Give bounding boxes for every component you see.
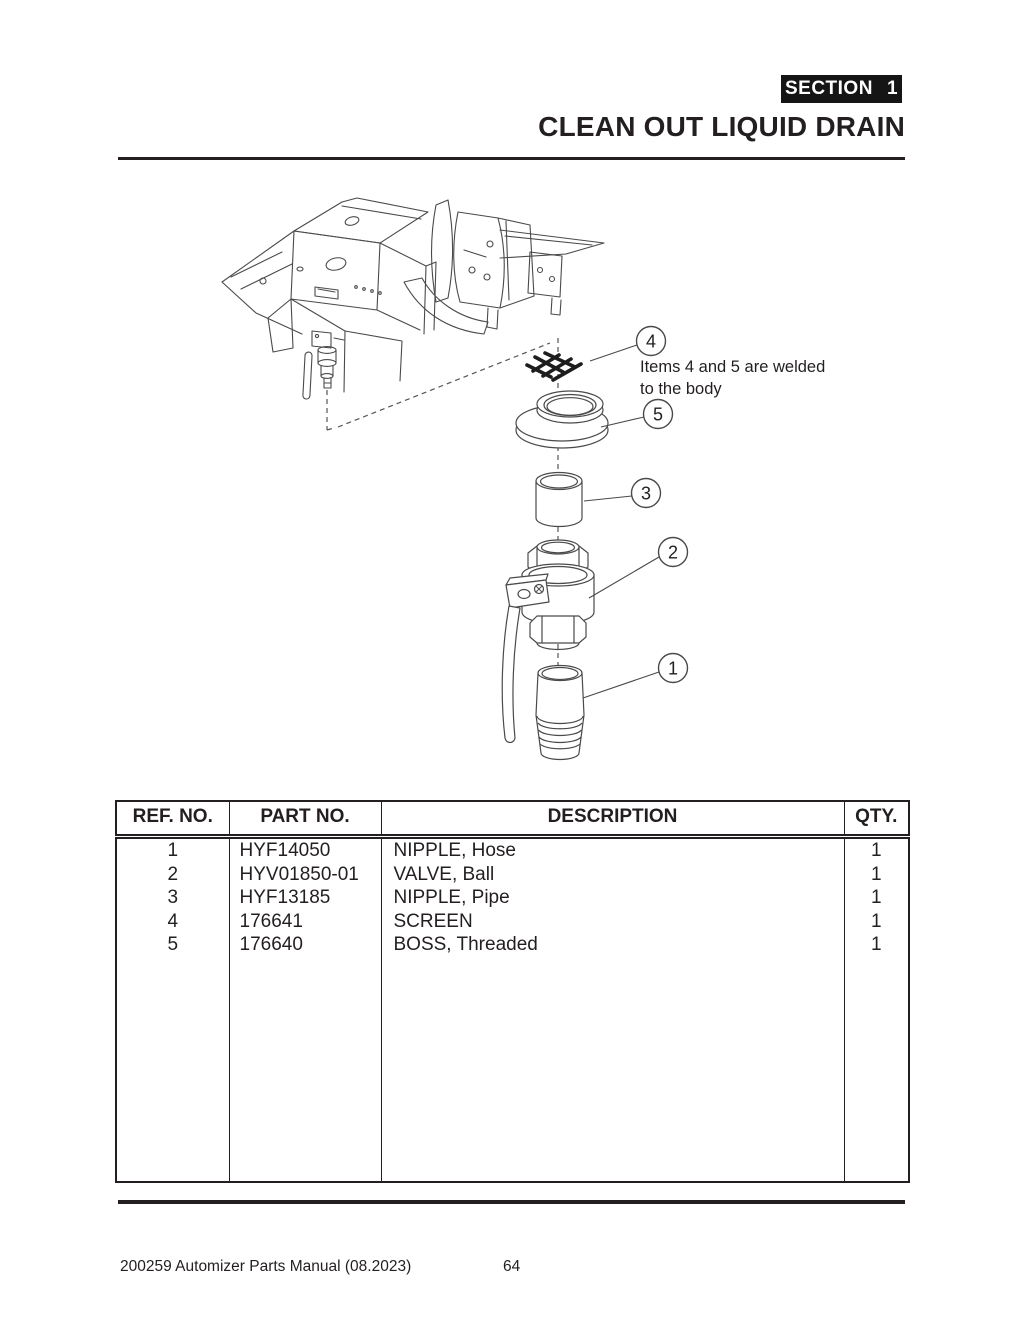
svg-text:4: 4 (646, 332, 656, 352)
callout-leaders (582, 344, 660, 699)
cell-part: HYF13185 (228, 886, 382, 910)
cell-desc: VALVE, Ball (380, 862, 845, 886)
cell-qty: 1 (843, 836, 910, 863)
part-boss (515, 390, 609, 449)
callout-3: 3 (630, 477, 662, 509)
table-row: 2 HYV01850-01 VALVE, Ball 1 (115, 862, 910, 886)
table-header-row: REF. NO. PART NO. DESCRIPTION QTY. (115, 801, 910, 839)
callout-2: 2 (657, 536, 689, 568)
page-title: CLEAN OUT LIQUID DRAIN (538, 111, 905, 142)
table-row: 3 HYF13185 NIPPLE, Pipe 1 (115, 886, 910, 910)
cell-desc: NIPPLE, Pipe (380, 886, 845, 910)
section-badge-number: 1 (886, 78, 899, 99)
weld-note: Items 4 and 5 are welded to the body (640, 358, 826, 398)
table-row: 4 176641 SCREEN 1 (115, 909, 910, 933)
table-filler-row (115, 956, 910, 1182)
footer-manual-id: 200259 Automizer Parts Manual (08.2023) (120, 1258, 412, 1275)
cell-ref: 4 (115, 909, 230, 933)
assembly-dashed-lines (326, 338, 559, 686)
table-row: 1 HYF14050 NIPPLE, Hose 1 (115, 836, 910, 863)
callout-5: 5 (642, 398, 674, 430)
part-screen (525, 351, 583, 382)
header-qty: QTY. (843, 801, 910, 839)
cell-ref: 5 (115, 933, 230, 957)
section-badge: SECTION 1 (781, 75, 902, 103)
header-description: DESCRIPTION (380, 801, 845, 839)
callout-4: 4 (635, 325, 667, 357)
part-hose-nipple (535, 664, 585, 761)
cell-part: 176641 (228, 909, 382, 933)
svg-text:3: 3 (641, 484, 651, 504)
cell-ref: 3 (115, 886, 230, 910)
section-badge-label: SECTION (784, 78, 873, 99)
part-ball-valve (501, 539, 595, 744)
svg-text:1: 1 (668, 659, 678, 679)
cell-ref: 1 (115, 836, 230, 863)
exploded-diagram: 4 5 3 2 1 (221, 197, 689, 761)
cell-part: HYF14050 (228, 836, 382, 863)
cell-qty: 1 (843, 862, 910, 886)
cell-desc: SCREEN (380, 909, 845, 933)
cell-ref: 2 (115, 862, 230, 886)
svg-text:2: 2 (668, 543, 678, 563)
cell-part: HYV01850-01 (228, 862, 382, 886)
footer-page-number: 64 (503, 1258, 521, 1275)
header-ref-no: REF. NO. (115, 801, 230, 839)
header-rule (118, 157, 905, 160)
part-pipe-nipple (535, 471, 583, 528)
svg-text:5: 5 (653, 405, 663, 425)
table-row: 5 176640 BOSS, Threaded 1 (115, 933, 910, 957)
machine-body-drawing (221, 197, 605, 400)
footer-rule (118, 1200, 905, 1204)
callout-1: 1 (657, 652, 689, 684)
cell-qty: 1 (843, 886, 910, 910)
cell-desc: BOSS, Threaded (380, 933, 845, 957)
cell-part: 176640 (228, 933, 382, 957)
cell-qty: 1 (843, 909, 910, 933)
cell-qty: 1 (843, 933, 910, 957)
cell-desc: NIPPLE, Hose (380, 836, 845, 863)
header-part-no: PART NO. (228, 801, 382, 839)
parts-table: REF. NO. PART NO. DESCRIPTION QTY. 1 HYF… (115, 800, 910, 1183)
